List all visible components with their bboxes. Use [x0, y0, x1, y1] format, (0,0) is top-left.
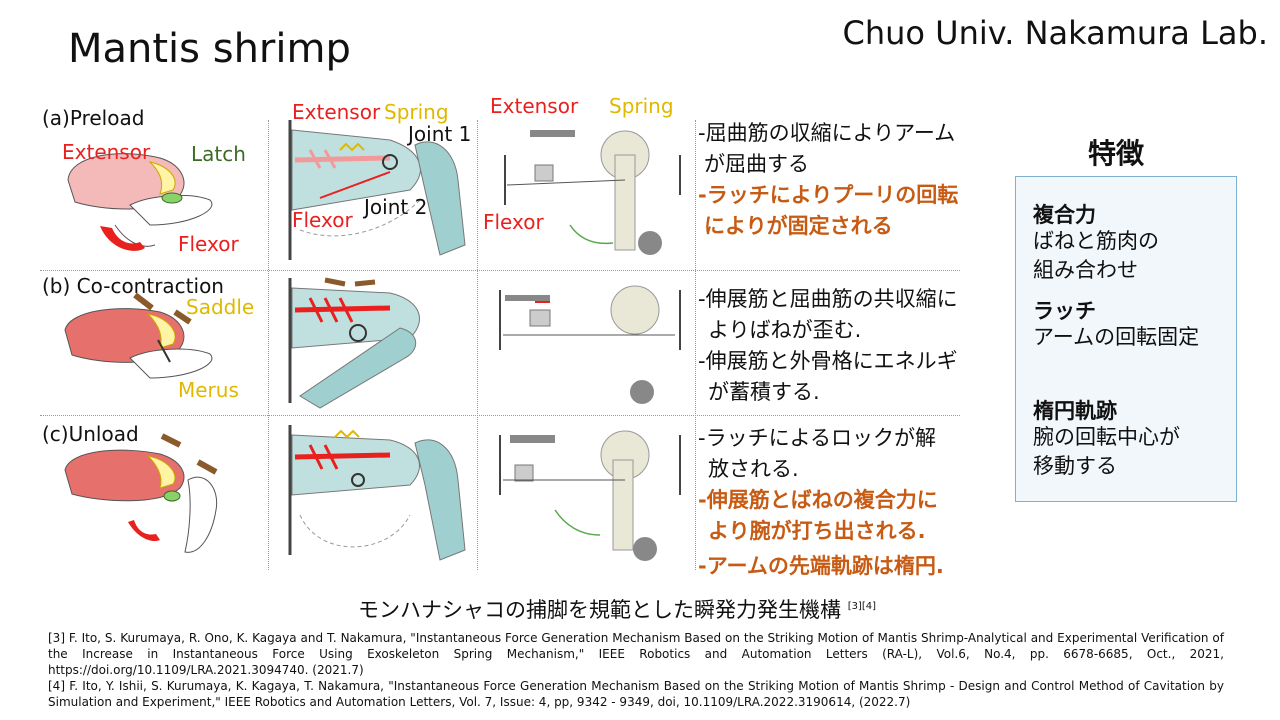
- desc-line: -伸展筋と屈曲筋の共収縮に: [698, 287, 958, 311]
- features-box: 複合力 ばねと筋肉の 組み合わせ ラッチ アームの回転固定 楕円軌跡 腕の回転中…: [1015, 176, 1237, 502]
- column-divider: [477, 120, 478, 570]
- pulley-label-spring: Spring: [609, 94, 674, 118]
- pulley-unload-illustration: [499, 430, 681, 561]
- shrimp-cocontraction-illustration: [64, 292, 213, 379]
- desc-line: が蓄積する.: [708, 380, 820, 404]
- desc-line: -ラッチによるロックが解: [698, 426, 936, 450]
- pulley-label-flexor: Flexor: [483, 210, 544, 234]
- desc-line: -アームの先端軌跡は楕円.: [698, 554, 944, 578]
- desc-line: 放される.: [708, 457, 799, 481]
- desc-line: -ラッチによりプーリの回転: [698, 183, 959, 207]
- feature-text: アームの回転固定: [1033, 325, 1200, 349]
- mechanism-unload-illustration: [288, 425, 466, 561]
- feature-line: 組み合わせ: [1033, 258, 1138, 282]
- lab-name: Chuo Univ. Nakamura Lab.: [842, 14, 1268, 52]
- row-label-cocontraction: (b) Co-contraction: [42, 274, 224, 298]
- mech-label-flexor: Flexor: [292, 208, 353, 232]
- desc-line: より腕が打ち出される.: [708, 519, 926, 543]
- feature-title: ラッチ: [1033, 299, 1096, 323]
- description-preload: -屈曲筋の収縮によりアーム が屈曲する -ラッチによりプーリの回転 によりが固定…: [698, 118, 958, 242]
- shrimp-label-saddle: Saddle: [186, 295, 255, 319]
- pulley-cocontraction-illustration: [499, 285, 681, 404]
- column-divider: [695, 120, 696, 570]
- references: [3] F. Ito, S. Kurumaya, R. Ono, K. Kaga…: [48, 630, 1224, 710]
- row-label-preload: (a)Preload: [42, 106, 145, 130]
- desc-line: -伸展筋とばねの複合力に: [698, 488, 938, 512]
- page-title: Mantis shrimp: [68, 26, 351, 72]
- pulley-preload-illustration: [504, 130, 681, 255]
- mech-label-joint1: Joint 1: [408, 122, 472, 146]
- caption-reference: [3][4]: [847, 601, 877, 612]
- caption-text: モンハナシャコの捕脚を規範とした瞬発力発生機構: [358, 598, 841, 622]
- pulley-label-extensor: Extensor: [490, 94, 579, 118]
- desc-line: -伸展筋と外骨格にエネルギ: [698, 349, 958, 373]
- reference-item: [3] F. Ito, S. Kurumaya, R. Ono, K. Kaga…: [48, 631, 1224, 677]
- mechanism-cocontraction-illustration: [288, 277, 420, 409]
- shrimp-unload-illustration: [64, 433, 218, 553]
- shrimp-preload-illustration: [67, 153, 213, 251]
- desc-line: により: [704, 214, 767, 238]
- description-cocontraction: -伸展筋と屈曲筋の共収縮に よりばねが歪む. -伸展筋と外骨格にエネルギ が蓄積…: [698, 284, 958, 408]
- feature-text: ばねと筋肉の 組み合わせ: [1033, 227, 1159, 285]
- features-heading: 特徴: [1088, 137, 1145, 170]
- feature-line: ばねと筋肉の: [1033, 229, 1159, 253]
- description-unload: -ラッチによるロックが解 放される. -伸展筋とばねの複合力に より腕が打ち出さ…: [698, 423, 944, 582]
- row-divider: [40, 270, 960, 271]
- reference-item: [4] F. Ito, Y. Ishii, S. Kurumaya, K. Ka…: [48, 679, 1224, 709]
- mech-label-spring: Spring: [384, 100, 449, 124]
- mechanism-preload-illustration: [288, 120, 466, 260]
- desc-line: -屈曲筋の収縮によりアーム: [698, 121, 956, 145]
- feature-title: 楕円軌跡: [1033, 399, 1117, 423]
- feature-line: 移動する: [1033, 454, 1117, 478]
- feature-text: 腕の回転中心が 移動する: [1033, 423, 1180, 481]
- mech-label-joint2: Joint 2: [364, 195, 428, 219]
- figure-caption: モンハナシャコの捕脚を規範とした瞬発力発生機構 [3][4]: [358, 594, 876, 624]
- shrimp-label-latch: Latch: [191, 142, 246, 166]
- column-divider: [268, 120, 269, 570]
- feature-line: 腕の回転中心が: [1033, 425, 1180, 449]
- feature-title: 複合力: [1033, 203, 1096, 227]
- shrimp-label-flexor: Flexor: [178, 232, 239, 256]
- shrimp-label-merus: Merus: [178, 378, 239, 402]
- mech-label-extensor: Extensor: [292, 100, 381, 124]
- desc-line: よりばねが歪む.: [708, 318, 862, 342]
- row-divider: [40, 415, 960, 416]
- shrimp-label-extensor: Extensor: [62, 140, 151, 164]
- desc-line: が屈曲する: [704, 152, 809, 176]
- desc-line: が固定される: [766, 214, 893, 238]
- row-label-unload: (c)Unload: [42, 422, 139, 446]
